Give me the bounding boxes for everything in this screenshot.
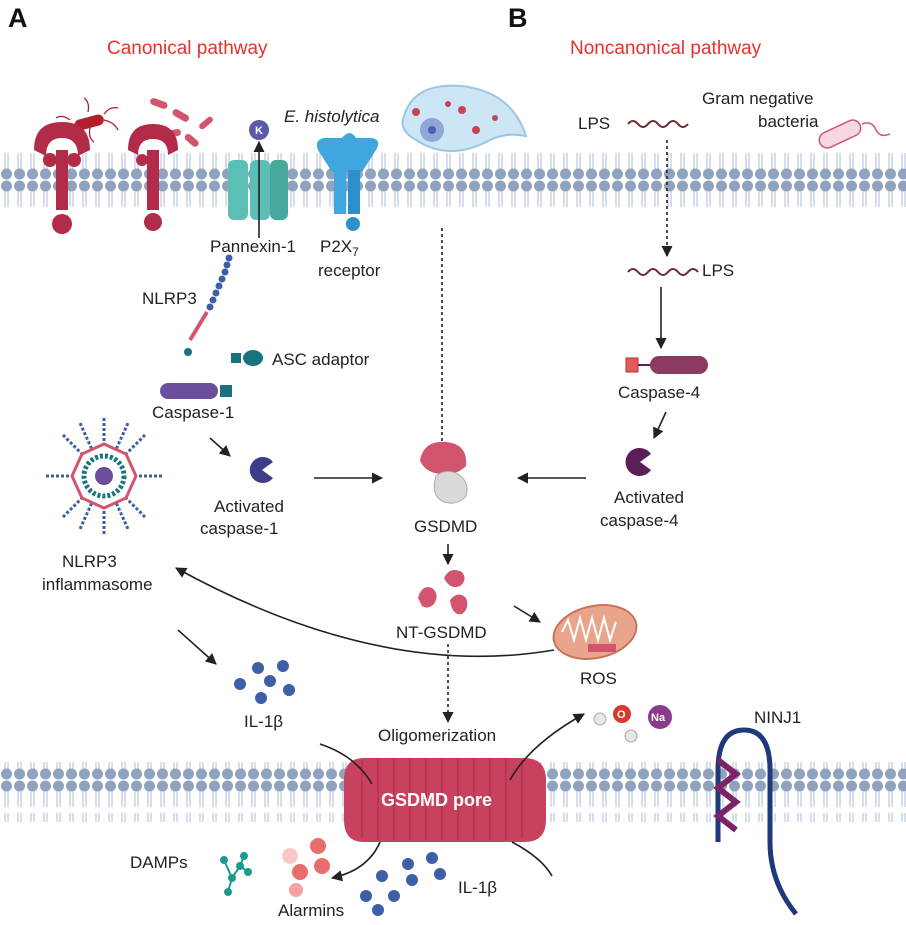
caspase-1-label: Caspase-1 — [152, 403, 234, 422]
lps-top-icon — [627, 120, 689, 128]
activated-caspase-1-line2: caspase-1 — [200, 519, 278, 538]
gsdmd-pore-label: GSDMD pore — [381, 790, 492, 810]
gram-negative-bacteria-icon — [818, 119, 891, 149]
nlrp3-inflammasome-icon — [46, 418, 162, 534]
water-molecule-icon: O — [593, 705, 638, 743]
nlrp3-protein-icon — [184, 254, 233, 356]
activated-caspase-1-line1: Activated — [214, 497, 284, 516]
activated-caspase-4-icon — [625, 447, 651, 476]
alarmins-icon — [282, 838, 330, 897]
e-histolytica-cell-icon — [401, 84, 528, 152]
arrow-pore-to-water — [509, 713, 585, 781]
lps-mid-icon — [627, 268, 699, 276]
canonical-title: Canonical pathway — [107, 38, 268, 59]
mitochondrion-icon — [552, 604, 638, 660]
arrow-il1b-into-pore — [319, 743, 373, 785]
oxygen-label: O — [617, 709, 626, 721]
gsdmd-label: GSDMD — [414, 517, 477, 536]
caspase-4-label: Caspase-4 — [618, 383, 700, 402]
noncanonical-title: Noncanonical pathway — [570, 38, 762, 59]
gram-negative-line2: bacteria — [758, 112, 819, 131]
oligomerization-label: Oligomerization — [378, 726, 496, 745]
damps-icon — [220, 852, 252, 896]
arrow-pore-to-alarmins — [330, 841, 381, 882]
bacteria-icon — [55, 97, 213, 147]
arrow-casp1-to-active — [209, 437, 231, 457]
gsdmd-protein-icon — [420, 441, 468, 504]
il-1b-bottom-label: IL-1β — [458, 878, 497, 897]
activated-caspase-4-line2: caspase-4 — [600, 511, 678, 530]
potassium-label: K — [255, 125, 263, 137]
pannexin-label: Pannexin-1 — [210, 237, 296, 256]
sodium-label: Na — [651, 712, 666, 724]
lps-top-label: LPS — [578, 114, 610, 133]
lps-mid-label: LPS — [702, 261, 734, 280]
gram-negative-line1: Gram negative — [702, 89, 814, 108]
e-histolytica-label: E. histolytica — [284, 107, 379, 126]
nt-gsdmd-label: NT-GSDMD — [396, 623, 487, 642]
damps-label: DAMPs — [130, 853, 188, 872]
panel-letter-a: A — [8, 3, 28, 33]
il-1b-top-label: IL-1β — [244, 712, 283, 731]
activated-caspase-4-line1: Activated — [614, 488, 684, 507]
arrow-pore-outflow-right — [511, 841, 553, 877]
p2x7-receptor-icon — [316, 133, 379, 231]
arrow-nt-to-ros — [513, 605, 541, 623]
ros-label: ROS — [580, 669, 617, 688]
nlrp3-inflammasome-line2: inflammasome — [42, 575, 153, 594]
asc-adaptor-label: ASC adaptor — [272, 350, 370, 369]
panel-letter-b: B — [508, 3, 528, 33]
p2x7-label: P2X7 — [320, 237, 359, 259]
sodium-ion-icon: Na — [648, 705, 672, 729]
gsdmd-pore-icon: GSDMD pore — [344, 758, 546, 842]
upper-membrane — [0, 150, 906, 210]
pannexin-channel-icon: K — [228, 120, 288, 238]
alarmins-label: Alarmins — [278, 901, 344, 920]
ninj1-protein-icon — [713, 727, 798, 916]
arrow-casp4-to-active — [653, 411, 667, 440]
caspase-1-icon — [160, 383, 232, 399]
arrow-ros-to-inflammasome — [175, 567, 555, 658]
tlr-receptor-icon — [34, 122, 178, 234]
activated-caspase-1-icon — [249, 457, 273, 483]
ninj1-label: NINJ1 — [754, 708, 801, 727]
receptor-label: receptor — [318, 261, 381, 280]
nlrp3-label: NLRP3 — [142, 289, 197, 308]
nt-gsdmd-fragments-icon — [418, 570, 468, 615]
arrow-inflam-to-il1b — [177, 629, 217, 665]
il-1b-bottom-icon — [360, 852, 446, 916]
asc-adaptor-icon — [231, 350, 263, 366]
nlrp3-inflammasome-line1: NLRP3 — [62, 552, 117, 571]
il-1b-top-icon — [234, 660, 295, 704]
caspase-4-icon — [625, 356, 708, 374]
